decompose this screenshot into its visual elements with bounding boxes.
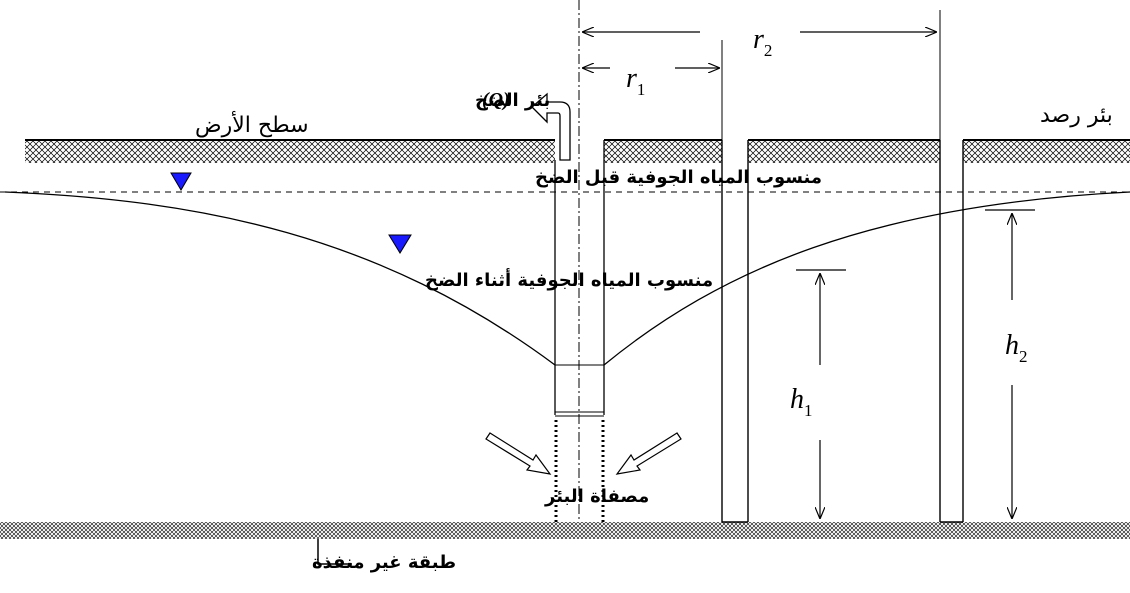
r2-symbol: r2 bbox=[753, 24, 772, 60]
h1-symbol: h1 bbox=[790, 384, 813, 420]
pumping-well bbox=[531, 92, 605, 522]
water-table-marker-icon bbox=[388, 234, 412, 254]
ground-surface-layer bbox=[25, 139, 1130, 163]
well-screen-label: مصفاة البئر bbox=[544, 486, 649, 507]
impermeable-layer-band bbox=[0, 522, 1130, 539]
impermeable-leader bbox=[317, 539, 352, 565]
drawdown-curve-right bbox=[603, 191, 1130, 366]
impermeable-layer-label: طبقة غير منفذة bbox=[312, 552, 456, 573]
observation-well-r1 bbox=[721, 40, 749, 523]
h1-dimension bbox=[796, 269, 846, 518]
inflow-arrow-right-icon bbox=[615, 432, 682, 475]
discharge-pipe bbox=[531, 92, 571, 161]
r1-symbol: r1 bbox=[626, 63, 645, 99]
inflow-arrow-left-icon bbox=[485, 432, 552, 475]
drawdown-curve-left bbox=[4, 191, 556, 366]
observation-well-r2 bbox=[939, 10, 964, 523]
static-water-table-label: منسوب المياه الجوفية قبل الضخ bbox=[535, 167, 822, 188]
h2-symbol: h2 bbox=[1005, 330, 1028, 366]
pumping-well-label: بئر الضخ bbox=[475, 90, 550, 111]
h2-dimension bbox=[985, 209, 1035, 518]
water-table-marker-icon bbox=[170, 172, 192, 191]
observation-well-label: بئر رصد bbox=[1040, 103, 1113, 128]
pumping-water-table-label: منسوب المياه الجوفية أثناء الضخ bbox=[425, 268, 713, 291]
discharge-q-label: (Q) bbox=[482, 89, 510, 111]
ground-surface-label: سطح الأرض bbox=[195, 111, 309, 138]
